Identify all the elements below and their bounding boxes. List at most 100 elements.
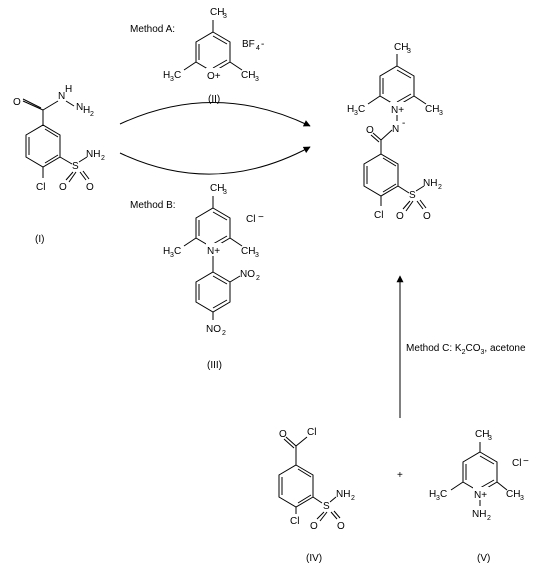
atom-H2: H xyxy=(83,105,90,116)
svg-text:2: 2 xyxy=(487,515,491,522)
svg-text:2: 2 xyxy=(438,184,442,191)
svg-text:3: 3 xyxy=(170,76,174,83)
atom-O-plus: O+ xyxy=(207,71,221,82)
atom-O: O xyxy=(59,182,67,193)
plus-sign: + xyxy=(397,470,403,481)
svg-text:3: 3 xyxy=(223,189,227,196)
svg-text:CH: CH xyxy=(506,489,520,500)
svg-text:C: C xyxy=(440,489,447,500)
svg-text:2: 2 xyxy=(90,111,94,118)
atom-NH2: NH xyxy=(423,178,437,189)
atom-S: S xyxy=(72,161,79,172)
atom-N-plus: N+ xyxy=(474,490,487,501)
compound-i: O N H N H 2 S NH 2 O O Cl (I) xyxy=(13,84,105,245)
svg-text:CH: CH xyxy=(475,429,489,440)
svg-text:3: 3 xyxy=(255,252,259,259)
atom-N-plus: N+ xyxy=(207,246,220,257)
aminopyridinium-ring xyxy=(462,451,498,493)
svg-text:H: H xyxy=(163,246,170,257)
svg-text:3: 3 xyxy=(407,48,411,55)
svg-text:3: 3 xyxy=(439,110,443,117)
svg-text:-: - xyxy=(402,118,405,129)
reaction-arrow-b xyxy=(119,146,311,175)
compound-v: CH 3 H 3 C CH 3 N+ NH 2 Cl − (V) xyxy=(429,429,529,564)
atom-S: S xyxy=(409,190,416,201)
svg-text:3: 3 xyxy=(223,13,227,20)
svg-text:3: 3 xyxy=(488,435,492,442)
svg-text:CH: CH xyxy=(394,42,408,53)
svg-text:2: 2 xyxy=(101,155,105,162)
method-a-label: Method A: xyxy=(130,24,175,35)
svg-text:C: C xyxy=(174,246,181,257)
label-v: (V) xyxy=(477,553,490,564)
label-ii: (II) xyxy=(208,94,220,105)
atom-N-plus: N+ xyxy=(391,105,404,116)
svg-text:3: 3 xyxy=(520,495,524,502)
svg-text:3: 3 xyxy=(436,495,440,502)
reaction-arrow-a xyxy=(119,102,311,127)
pyrylium-ring xyxy=(195,31,231,73)
svg-text:C: C xyxy=(174,70,181,81)
svg-text:3: 3 xyxy=(354,110,358,117)
method-c-label: Method C: K2CO3, acetone xyxy=(406,343,526,356)
label-i: (I) xyxy=(35,234,44,245)
svg-text:H: H xyxy=(163,70,170,81)
atom-NH2: NH xyxy=(472,509,486,520)
svg-text:2: 2 xyxy=(256,275,260,282)
atom-O: O xyxy=(13,97,21,108)
svg-text:CH: CH xyxy=(425,104,439,115)
svg-text:H: H xyxy=(347,104,354,115)
atom-O: O xyxy=(279,429,287,440)
atom-Cl: Cl xyxy=(36,182,45,193)
svg-text:2: 2 xyxy=(351,495,355,502)
dinitrophenyl-ring xyxy=(195,271,231,313)
pyridinium-ring xyxy=(195,207,231,249)
atom-N: N xyxy=(58,91,65,102)
counterion-bf4: BF xyxy=(242,39,255,50)
svg-text:3: 3 xyxy=(170,252,174,259)
atom-NH2: NH xyxy=(336,489,350,500)
atom-O: O xyxy=(423,211,431,222)
benzene-ring-iv xyxy=(278,464,314,508)
atom-O: O xyxy=(310,521,318,532)
atom-H: H xyxy=(65,84,72,95)
counterion-cl: Cl xyxy=(512,458,521,469)
svg-text:H: H xyxy=(429,489,436,500)
atom-N: N xyxy=(76,102,83,113)
label-iii: (III) xyxy=(207,360,222,371)
svg-text:CH: CH xyxy=(210,7,224,18)
reagent-ii: Method A: CH 3 H 3 C CH 3 O+ BF 4 - (II) xyxy=(130,7,264,105)
svg-text:−: − xyxy=(523,456,529,467)
svg-text:2: 2 xyxy=(222,330,226,337)
atom-O: O xyxy=(366,125,374,136)
atom-Cl: Cl xyxy=(374,210,383,221)
product-pyridinium-ring xyxy=(379,65,415,107)
nitro-group: NO xyxy=(206,324,221,335)
svg-text:CH: CH xyxy=(241,70,255,81)
atom-Cl: Cl xyxy=(307,427,316,438)
svg-text:3: 3 xyxy=(255,76,259,83)
atom-O: O xyxy=(396,211,404,222)
atom-O: O xyxy=(86,182,94,193)
label-iv: (IV) xyxy=(306,553,322,564)
svg-text:4: 4 xyxy=(256,45,260,52)
atom-Cl: Cl xyxy=(290,516,299,527)
atom-N-minus: N xyxy=(392,124,399,135)
atom-NH2: NH xyxy=(86,149,100,160)
nitro-group: NO xyxy=(240,269,255,280)
method-b-label: Method B: xyxy=(130,200,176,211)
svg-text:C: C xyxy=(358,104,365,115)
atom-S: S xyxy=(323,501,330,512)
svg-text:CH: CH xyxy=(241,246,255,257)
compound-iv: O Cl S NH 2 O O Cl (IV) xyxy=(278,427,355,564)
product-benzene-ring xyxy=(363,153,399,197)
svg-text:-: - xyxy=(261,39,264,50)
benzene-ring-i xyxy=(25,124,61,168)
reagent-iii: Method B: CH 3 H 3 C CH 3 N+ Cl − NO 2 N… xyxy=(130,183,264,371)
svg-text:−: − xyxy=(258,212,264,223)
atom-O: O xyxy=(337,521,345,532)
counterion-cl: Cl xyxy=(246,214,255,225)
svg-text:CH: CH xyxy=(210,183,224,194)
